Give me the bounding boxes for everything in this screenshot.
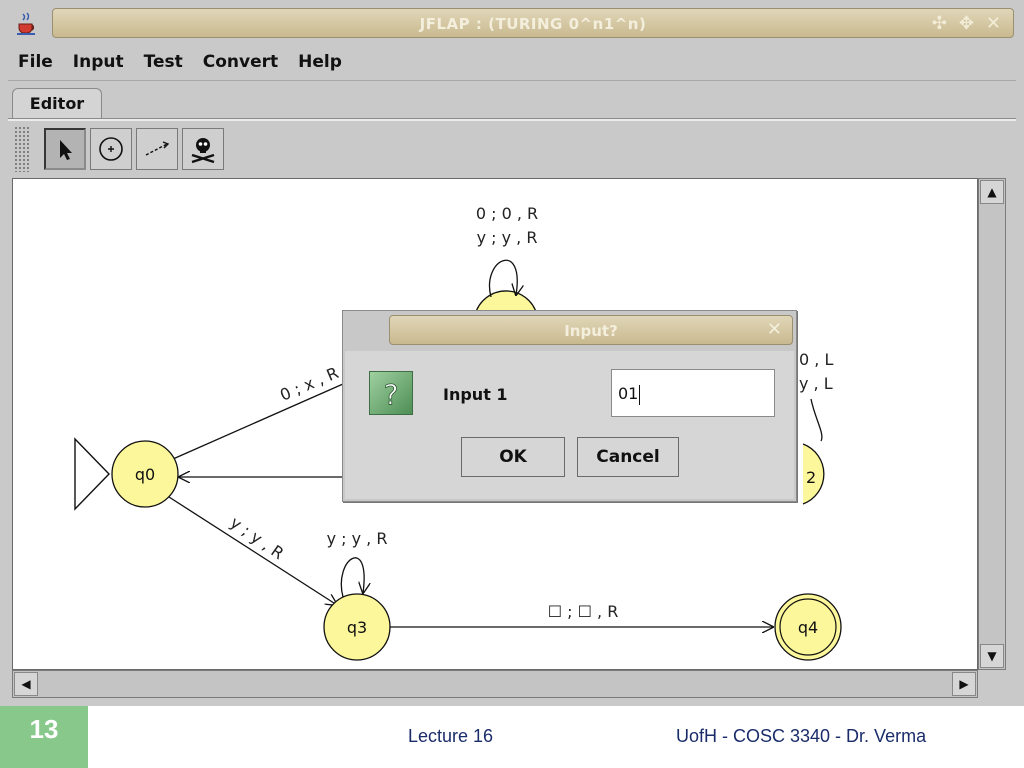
jflap-window: JFLAP : (TURING 0^n1^n) ✣ ✥ ✕ File Input… xyxy=(0,0,1024,706)
scroll-corner xyxy=(978,670,1006,698)
title-pill[interactable]: JFLAP : (TURING 0^n1^n) ✣ ✥ ✕ xyxy=(52,8,1014,38)
svg-text:q3: q3 xyxy=(347,618,367,637)
ok-button[interactable]: OK xyxy=(461,437,565,477)
q1-self-loop[interactable] xyxy=(488,259,518,298)
deleter-tool-button[interactable] xyxy=(182,128,224,170)
initial-state-marker xyxy=(74,437,110,511)
minimize-icon[interactable]: ✣ xyxy=(931,13,947,34)
tab-baseline xyxy=(8,118,1016,121)
close-icon[interactable]: ✕ xyxy=(985,13,1001,34)
scroll-right-icon[interactable]: ▶ xyxy=(952,672,976,696)
state-q3[interactable]: q3 xyxy=(323,593,391,661)
svg-text:2: 2 xyxy=(806,468,816,487)
q1-loop-label-2: y ; y , R xyxy=(477,228,538,247)
automaton-diagram: 0 ; 0 , R y ; y , R 0 ; x , R 2 0 , L y … xyxy=(74,204,842,661)
menu-convert[interactable]: Convert xyxy=(202,52,279,72)
q0-to-q3-label: y ; y , R xyxy=(227,513,288,563)
menu-bar: File Input Test Convert Help xyxy=(8,48,352,78)
state-tool-button[interactable] xyxy=(90,128,132,170)
text-caret xyxy=(639,384,641,405)
window-title: JFLAP : (TURING 0^n1^n) xyxy=(419,15,647,33)
deleter-skull-icon xyxy=(191,138,215,164)
state-q0[interactable]: q0 xyxy=(111,440,179,508)
state-q2[interactable]: 2 xyxy=(802,443,825,505)
transition-tool-button[interactable] xyxy=(136,128,178,170)
q3-self-loop[interactable] xyxy=(340,557,364,598)
q2-self-loop[interactable] xyxy=(810,398,823,442)
scroll-left-icon[interactable]: ◀ xyxy=(14,672,38,696)
question-icon: ? xyxy=(369,371,413,415)
q1-loop-label-1: 0 ; 0 , R xyxy=(476,204,538,223)
svg-text:q4: q4 xyxy=(798,618,818,637)
menu-test[interactable]: Test xyxy=(143,52,183,72)
cancel-button[interactable]: Cancel xyxy=(577,437,679,477)
toolbar-grip[interactable] xyxy=(14,126,30,172)
footer-lecture: Lecture 16 xyxy=(408,726,494,746)
java-cup-icon xyxy=(17,12,35,35)
scroll-up-icon[interactable]: ▲ xyxy=(980,180,1004,204)
menu-input[interactable]: Input xyxy=(72,52,124,72)
slide-footer xyxy=(0,706,1024,768)
vertical-scrollbar[interactable]: ▲ ▼ xyxy=(978,178,1006,670)
input-field[interactable]: 01 xyxy=(611,369,775,417)
title-bar[interactable]: JFLAP : (TURING 0^n1^n) ✣ ✥ ✕ xyxy=(6,6,1018,42)
editor-toolbar xyxy=(14,126,234,172)
q0-to-q3-edge[interactable] xyxy=(168,496,337,605)
dialog-title-bar[interactable]: Input? ✕ xyxy=(389,315,793,345)
maximize-icon[interactable]: ✥ xyxy=(958,13,974,34)
menu-file[interactable]: File xyxy=(18,52,53,72)
state-creator-icon xyxy=(99,137,123,161)
svg-text:?: ? xyxy=(384,378,399,411)
q3-to-q4-label: ☐ ; ☐ , R xyxy=(548,602,619,621)
input-dialog: Input? ✕ ? Input 1 01 OK Cancel xyxy=(342,310,797,502)
input-label: Input 1 xyxy=(443,385,508,404)
dialog-body: ? Input 1 01 OK Cancel xyxy=(345,351,794,499)
q2-loop-label-1: 0 , L xyxy=(799,350,833,369)
q2-loop-label-2: y , L xyxy=(799,374,833,393)
dialog-close-icon[interactable]: ✕ xyxy=(766,319,782,340)
pointer-tool-button[interactable] xyxy=(44,128,86,170)
tab-editor[interactable]: Editor xyxy=(12,88,102,118)
svg-text:q0: q0 xyxy=(135,465,155,484)
state-q4[interactable]: q4 xyxy=(774,593,842,661)
menu-separator xyxy=(8,80,1016,81)
q3-loop-label: y ; y , R xyxy=(327,529,388,548)
dialog-title: Input? xyxy=(564,322,618,340)
horizontal-scrollbar[interactable]: ◀ ▶ xyxy=(12,670,978,698)
q0-to-q1-edge[interactable] xyxy=(172,383,344,460)
scroll-down-icon[interactable]: ▼ xyxy=(980,644,1004,668)
footer-course: UofH - COSC 3340 - Dr. Verma xyxy=(676,726,927,746)
slide-number: 13 xyxy=(0,706,88,768)
input-value: 01 xyxy=(618,384,639,403)
title-buttons: ✣ ✥ ✕ xyxy=(932,13,1001,34)
transition-creator-icon xyxy=(145,141,170,156)
pointer-icon xyxy=(60,140,72,160)
menu-help[interactable]: Help xyxy=(298,52,342,72)
